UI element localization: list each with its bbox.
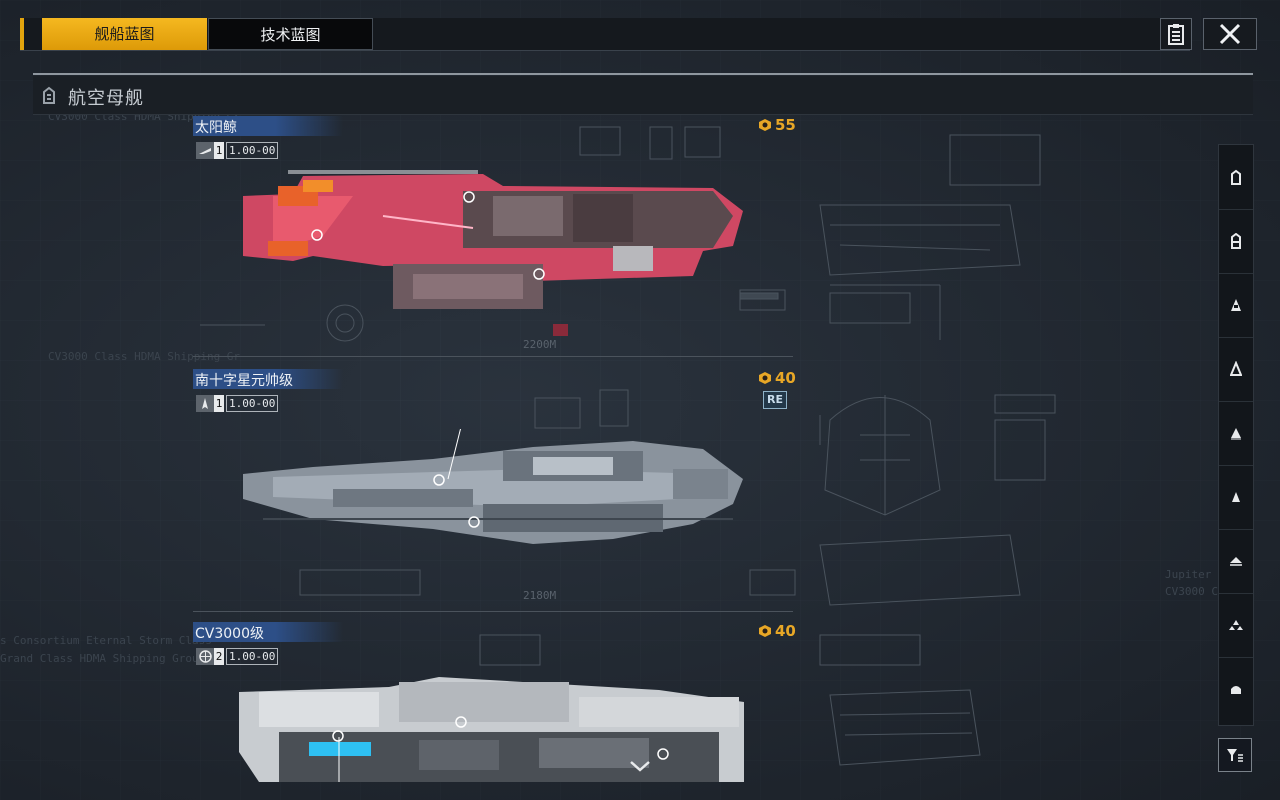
ship-image [243,429,743,544]
re-badge: RE [763,391,787,409]
filter-base-button[interactable] [1219,657,1253,721]
frigate-class-icon [1231,428,1241,440]
ship-name-bar [193,116,343,136]
top-bar-accent [20,18,24,50]
cruiser-class-icon [1231,299,1241,311]
bg-text: CV3000 Class HDMA Shipping Gr [48,350,241,363]
ship-stat: 1 1.00-00 [196,395,279,412]
close-button[interactable] [1203,18,1257,50]
tab-tech-blueprint[interactable]: 技术蓝图 [208,18,373,50]
ship-name-bar [193,369,343,389]
ship-count: 1 [214,142,224,159]
ship-card[interactable]: 太阳鲸 1 1.00-00 55 2200M [193,116,796,357]
ship-count: 1 [214,395,224,412]
length-ruler [193,611,793,612]
command-cost-icon [759,119,771,131]
filter-carrier-button[interactable] [1219,145,1253,210]
ship-type-icon [196,648,214,665]
ship-image [243,170,743,336]
ship-name: 南十字星元帅级 [195,373,293,389]
command-cost-icon [759,372,771,384]
ship-card[interactable]: 南十字星元帅级 1 1.00-00 40 RE 2180M [193,369,796,612]
ship-name: CV3000级 [195,626,264,642]
bg-text: Grand Class HDMA Shipping Group [0,652,206,665]
scroll-down-icon[interactable] [628,758,652,774]
ship-name-bar [193,622,343,642]
filter-cruiser-button[interactable] [1219,273,1253,338]
bg-text: CV3000 C [1165,585,1218,598]
ship-name: 太阳鲸 [195,120,237,136]
ship-card[interactable]: CV3000级 2 1.00-00 40 [193,622,796,782]
clipboard-button[interactable] [1160,18,1192,50]
ship-length: 2180M [523,589,557,602]
ship-cost-value: 55 [775,116,796,134]
ship-value: 1.00-00 [226,142,279,159]
length-ruler [193,356,793,357]
filter-aircraft-button[interactable] [1219,529,1253,594]
ship-cost-value: 40 [775,622,796,640]
close-icon [1219,23,1241,45]
tab-ship-blueprint[interactable]: 舰船蓝图 [42,18,207,50]
ship-stat: 1 1.00-00 [196,142,279,159]
ship-cost-value: 40 [775,369,796,387]
filter-squadron-button[interactable] [1219,593,1253,658]
destroyer-class-icon [1230,361,1242,376]
corvette-class-icon [1232,492,1240,502]
filter-button[interactable] [1218,738,1252,772]
ship-type-icon [196,395,214,412]
filter-icon [1227,749,1243,762]
filter-corvette-button[interactable] [1219,465,1253,530]
ship-value: 1.00-00 [226,395,279,412]
carrier-class-icon [1231,169,1241,185]
ship-class-filter-rail [1218,144,1254,726]
filter-frigate-button[interactable] [1219,401,1253,466]
ship-cost: 55 [758,116,796,134]
ship-length: 2200M [523,338,557,351]
ship-image [239,677,744,782]
squadron-class-icon [1229,620,1243,630]
ship-stat: 2 1.00-00 [196,648,279,665]
category-header [33,76,1253,115]
battleship-class-icon [1231,233,1241,249]
ship-type-icon [196,142,214,159]
carrier-class-icon [43,86,55,104]
bg-text: s Consortium Eternal Storm Class [0,634,212,647]
filter-destroyer-button[interactable] [1219,337,1253,402]
ship-cost: 40 [758,369,796,387]
blueprint-schematic [200,126,1056,766]
base-class-icon [1231,686,1241,694]
aircraft-class-icon [1230,557,1242,566]
command-cost-icon [759,625,771,637]
ship-value: 1.00-00 [226,648,279,665]
category-title: 航空母舰 [68,88,144,109]
category-divider [33,73,1253,75]
filter-battleship-button[interactable] [1219,209,1253,274]
ship-cost: 40 [758,622,796,640]
clipboard-icon [1168,24,1184,45]
ship-count: 2 [214,648,224,665]
